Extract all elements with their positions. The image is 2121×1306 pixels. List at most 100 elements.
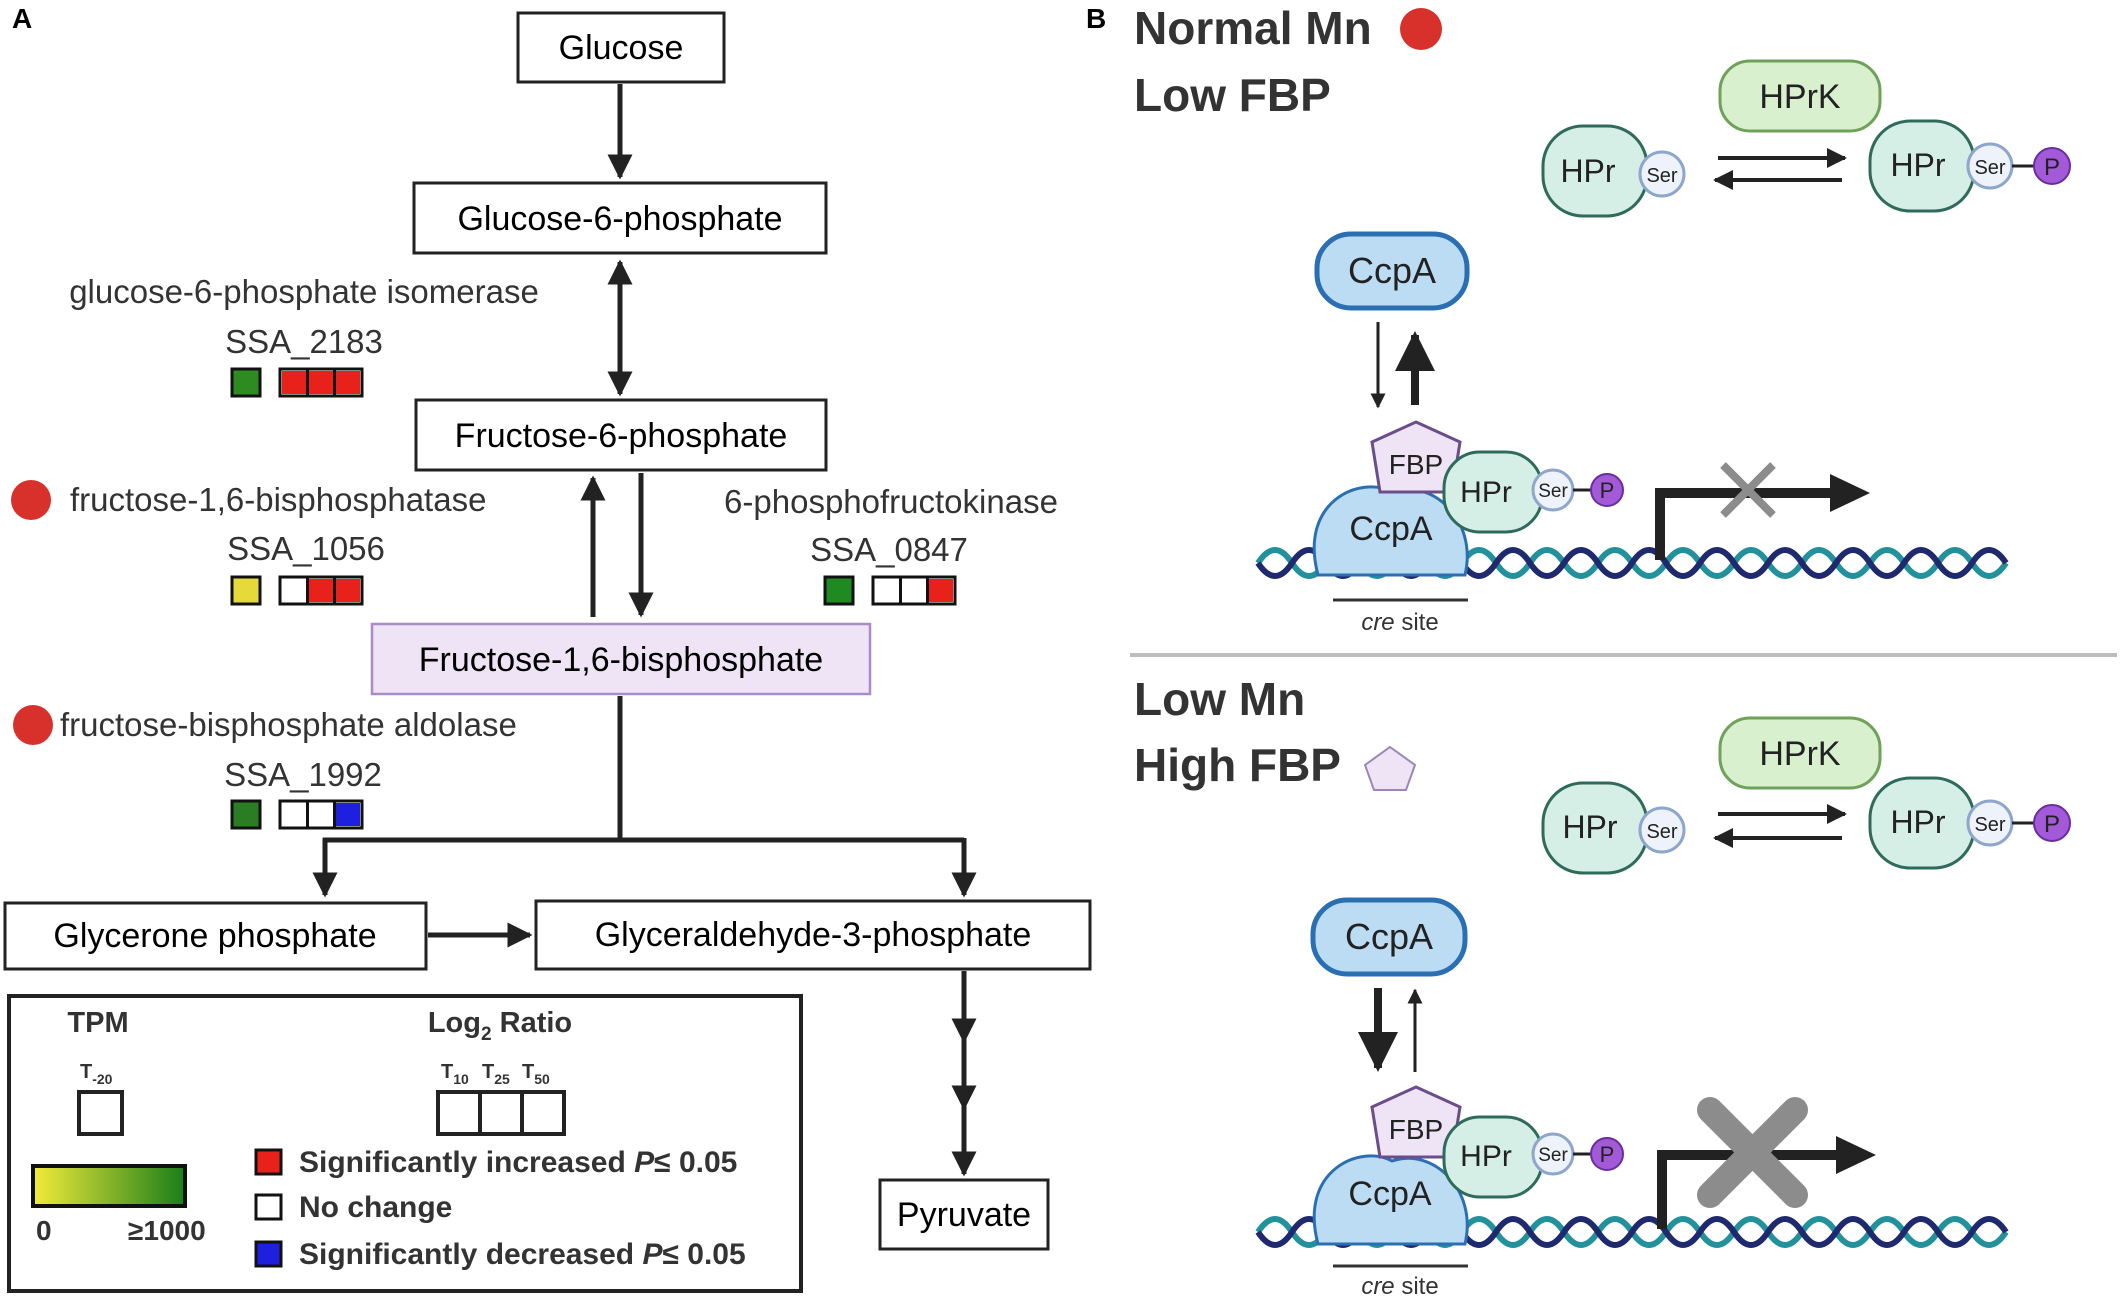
metabolite-f6p: Fructose-6-phosphate: [414, 398, 828, 472]
enzyme-fbpase: fructose-1,6-bisphosphatase SSA_1056: [11, 480, 486, 606]
hprk-protein: [1718, 59, 1882, 133]
phosphate-bound-label: P: [1600, 478, 1615, 503]
tpm-box: [230, 367, 262, 398]
legend-decreased-label: Significantly decreased P≤ 0.05: [299, 1238, 746, 1271]
legend-t10-label: T10: [441, 1061, 469, 1087]
ratio-cell-t50: [336, 803, 360, 826]
enzyme-g6p-isomerase: glucose-6-phosphate isomerase SSA_2183: [69, 273, 539, 398]
phosphate-right: [2033, 147, 2071, 185]
enzyme-gene: SSA_0847: [810, 531, 968, 568]
phosphate-label-right: P: [2044, 154, 2060, 181]
ser-bound-label: Ser: [1538, 1145, 1568, 1166]
metabolite-pyruvate: Pyruvate: [878, 1178, 1050, 1251]
promoter-arrow: [1657, 1150, 1838, 1229]
fbp-label: FBP: [1389, 1114, 1443, 1145]
tpm-box: [230, 799, 262, 830]
legend-decreased-swatch: [254, 1240, 283, 1268]
ccpa-free: [1314, 231, 1470, 311]
legend-tpm-box: [77, 1090, 124, 1136]
ratio-frame: [278, 367, 364, 398]
ser-label-left: Ser: [1646, 821, 1677, 843]
hprk-protein: [1718, 716, 1882, 790]
hprk-label: HPrK: [1759, 735, 1841, 773]
repression-x-small: [1720, 462, 1776, 518]
condition-low-mn: Low Mn High FBP HPrK HPr Ser HPr Ser P C…: [1134, 673, 2071, 1300]
hpr-bound-label: HPr: [1460, 1140, 1512, 1173]
legend-nochange-swatch: [254, 1193, 283, 1221]
ccpa-free-label: CcpA: [1348, 250, 1436, 291]
metabolite-g6p-label: Glucose-6-phosphate: [457, 200, 782, 238]
metabolite-glucose-label: Glucose: [559, 29, 684, 67]
legend-ratio-boxes: [436, 1090, 566, 1136]
panel-a-label: A: [12, 3, 32, 34]
fbp-label: FBP: [1389, 449, 1443, 480]
phosphate-right: [2033, 804, 2071, 842]
ccpa-free: [1310, 897, 1468, 977]
phosphate-bound-label: P: [1600, 1142, 1615, 1167]
condition-top-line1: Normal Mn: [1134, 2, 1372, 54]
ccpa-bound-label: CcpA: [1349, 510, 1432, 548]
ratio-cell-t10: [282, 371, 306, 394]
enzyme-gene: SSA_1056: [227, 530, 385, 567]
hprk-label: HPrK: [1759, 78, 1841, 116]
ratio-cell-t10: [282, 579, 306, 602]
ratio-cell-t25: [309, 371, 333, 394]
metabolite-dhap-label: Glycerone phosphate: [53, 917, 376, 955]
ratio-cell-t50: [336, 579, 360, 602]
enzyme-name: glucose-6-phosphate isomerase: [69, 273, 539, 310]
fbp-pentagon-icon: [1363, 745, 1417, 791]
legend-frame: [7, 994, 803, 1293]
legend-ratio-title: Log2 Ratio: [428, 1007, 572, 1045]
fbp-molecule: [1370, 1085, 1462, 1159]
promoter-arrowhead: [1836, 1136, 1876, 1174]
tpm-box: [230, 575, 262, 606]
phosphate-bound: [1590, 1137, 1624, 1171]
enzyme-name: 6-phosphofructokinase: [724, 483, 1058, 520]
enzyme-gene: SSA_2183: [225, 323, 383, 360]
metabolite-g3p-label: Glyceraldehyde-3-phosphate: [595, 916, 1032, 954]
condition-top-line2: Low FBP: [1134, 69, 1331, 121]
metabolite-fbp: Fructose-1,6-bisphosphate: [370, 622, 872, 696]
enzyme-name: fructose-bisphosphate aldolase: [60, 706, 517, 743]
cre-site-label: cre site: [1361, 1273, 1438, 1300]
legend: TPM Log2 Ratio T-20 T10 T25 T50 0 ≥1000 …: [7, 994, 803, 1293]
legend-scale-min: 0: [36, 1215, 52, 1246]
hpr-label-left: HPr: [1560, 153, 1615, 189]
ccpa-free-label: CcpA: [1345, 916, 1433, 957]
ratio-cell-t50: [929, 579, 953, 602]
pathway-arrows: [312, 84, 977, 1177]
ser-label-right: Ser: [1974, 814, 2005, 836]
hpr-bound-label: HPr: [1460, 476, 1512, 509]
enzyme-pfk: 6-phosphofructokinase SSA_0847: [724, 483, 1058, 606]
metabolite-pyruvate-label: Pyruvate: [897, 1196, 1031, 1234]
repression-x-large: [1697, 1097, 1808, 1208]
hpr-label-left: HPr: [1562, 809, 1617, 845]
legend-nochange-label: No change: [299, 1191, 452, 1224]
ratio-cell-t25: [309, 579, 333, 602]
promoter-arrowhead: [1830, 474, 1870, 512]
ratio-cell-t50: [336, 371, 360, 394]
metabolite-f6p-label: Fructose-6-phosphate: [455, 417, 788, 455]
condition-bottom-line1: Low Mn: [1134, 673, 1305, 725]
ratio-cell-t10: [282, 803, 306, 826]
legend-tpm-col-label: T-20: [80, 1061, 113, 1087]
legend-scale-max: ≥1000: [128, 1215, 206, 1246]
legend-t50-label: T50: [522, 1061, 550, 1087]
ser-label-right: Ser: [1974, 157, 2005, 179]
condition-normal-mn: Normal Mn Low FBP HPrK HPr Ser HPr Ser P…: [1134, 2, 2071, 636]
low-mn-marker: [13, 705, 53, 745]
ratio-cell-t10: [875, 579, 899, 602]
condition-bottom-line2: High FBP: [1134, 739, 1341, 791]
metabolite-fbp-label: Fructose-1,6-bisphosphate: [419, 641, 823, 679]
ser-label-left: Ser: [1646, 165, 1677, 187]
enzyme-name: fructose-1,6-bisphosphatase: [70, 481, 486, 518]
tpm-box: [823, 575, 855, 606]
legend-increased-swatch: [254, 1148, 283, 1176]
cre-site-label: cre site: [1361, 609, 1438, 636]
ratio-frame: [278, 799, 364, 830]
enzyme-aldolase: fructose-bisphosphate aldolase SSA_1992: [13, 705, 517, 830]
low-mn-marker: [11, 480, 51, 520]
ratio-frame: [871, 575, 957, 606]
